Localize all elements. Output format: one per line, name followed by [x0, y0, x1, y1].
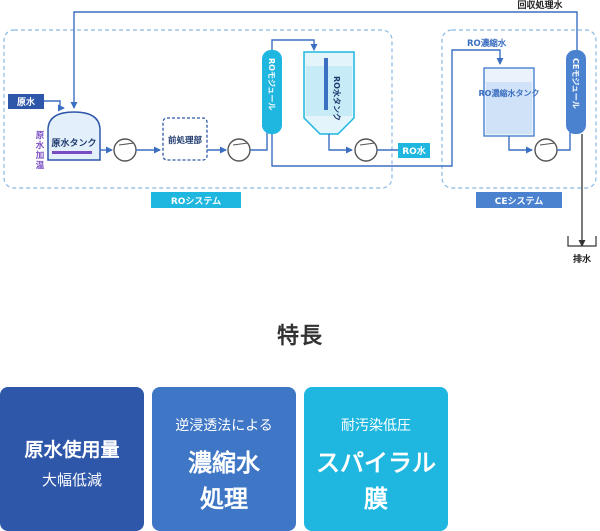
ce-system-frame: [441, 29, 597, 189]
ro-system-label: ROシステム: [171, 196, 221, 207]
raw-water-tank-label: 原水タンク: [51, 137, 96, 149]
card-3-line-1: 耐汚染低圧: [341, 418, 411, 434]
card-1-line-2: 大幅低減: [41, 471, 102, 489]
feature-card-reverse-osmosis: 逆浸透法による 濃縮水 処理: [152, 387, 296, 531]
pipe-conc-tank-to-pump4: [508, 136, 533, 154]
ro-module-label: ROモジュール: [267, 58, 276, 110]
pipe-concentrate-to-tank: [472, 49, 504, 65]
pipe-pump4-to-ce: [557, 132, 571, 151]
pump-3-blade: [359, 142, 376, 146]
drain-basin: [567, 236, 597, 247]
pipe-ro-concentrate: [271, 49, 472, 167]
ce-module-label: CEモジュール: [571, 58, 580, 109]
pump-4-blade: [539, 142, 556, 146]
ro-water-label: RO水: [402, 145, 427, 157]
raw-water-heat-label: 原水加温: [35, 130, 45, 171]
raw-water-tank: [47, 111, 101, 161]
drain-label: 排水: [573, 253, 592, 265]
pump-3: [354, 138, 378, 162]
process-flow-diagram: 回収処理水 原水 原水タンク 原水加温 前処理部 ROモジュール RO水タンク …: [3, 0, 597, 265]
ce-module: [566, 50, 586, 134]
card-3-line-3: 膜: [364, 485, 388, 513]
pretreatment-unit: [162, 117, 208, 161]
ro-water-box: [398, 143, 430, 158]
raw-water-arrow: [44, 100, 65, 112]
ro-system-badge: [151, 192, 241, 208]
ro-tank-water: [306, 66, 352, 116]
pump-2: [227, 138, 251, 162]
card-1-line-1: 原水使用量: [24, 439, 120, 461]
ro-concentrate-label: RO濃縮水: [467, 38, 507, 49]
pump-4: [534, 138, 558, 162]
card-2-line-2: 濃縮水: [188, 449, 260, 477]
ro-water-tank-label: RO水タンク: [332, 76, 342, 121]
ce-system-label: CEシステム: [495, 196, 543, 207]
pipe-tank-to-pump3: [328, 134, 353, 154]
ro-tank-pipe: [324, 58, 328, 110]
recycle-line: [70, 11, 578, 109]
recycle-water-label: 回収処理水: [517, 0, 563, 11]
ro-module: [262, 50, 282, 134]
raw-water-label: 原水: [17, 96, 36, 108]
ce-system-badge: [476, 192, 562, 208]
card-2-line-3: 処理: [200, 485, 248, 513]
card-3-line-2: スパイラル: [316, 449, 436, 477]
pump-2-blade: [232, 142, 249, 146]
heater-bar: [52, 151, 92, 154]
raw-water-box: [8, 94, 44, 109]
pretreatment-label: 前処理部: [168, 135, 203, 146]
pump-1: [113, 138, 137, 162]
feature-card-water-reduction: 原水使用量 大幅低減: [0, 387, 144, 531]
card-2-line-1: 逆浸透法による: [175, 418, 273, 434]
feature-card-spiral-membrane: 耐汚染低圧 スパイラル 膜: [304, 387, 448, 531]
pump-1-blade: [118, 142, 135, 146]
features-title: 特長: [276, 324, 323, 349]
conc-tank-water: [486, 82, 532, 134]
ro-concentrate-tank-label: RO濃縮水タンク: [479, 88, 540, 98]
ro-system-frame: [3, 29, 393, 189]
pipe-ro-to-tank: [271, 39, 318, 51]
